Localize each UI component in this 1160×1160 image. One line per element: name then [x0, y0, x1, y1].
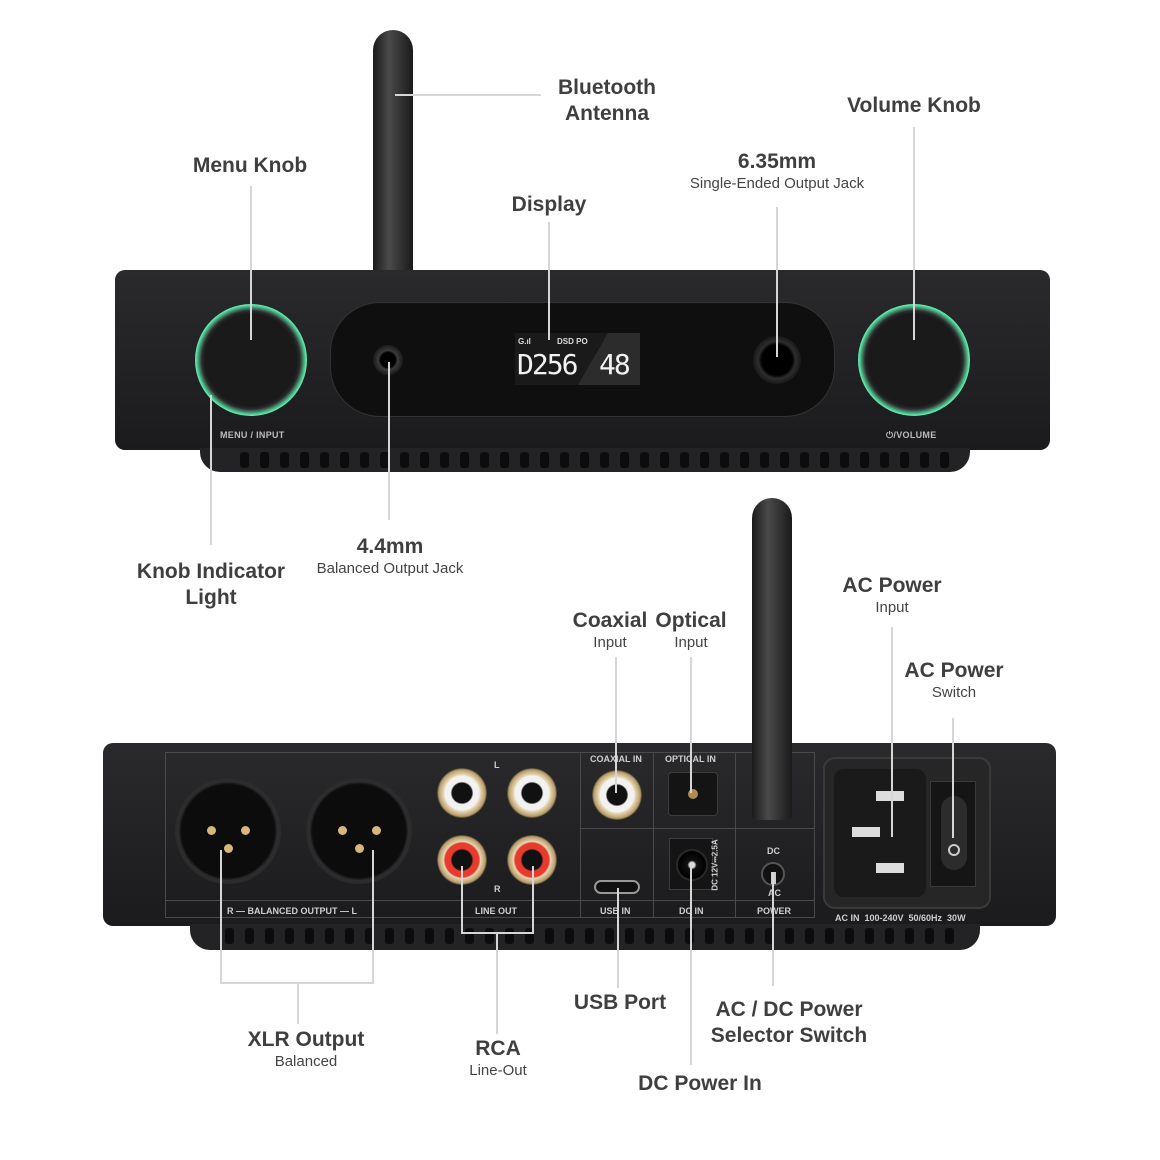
screen-signal: G.ıl	[518, 337, 531, 346]
label-volume-knob: Volume Knob	[847, 94, 981, 117]
back-panel-frame	[165, 752, 815, 918]
ac-in-text: AC IN 100-240V 50/60Hz 30W	[835, 913, 966, 923]
ac-text: AC	[768, 888, 781, 898]
front-antenna	[373, 30, 413, 275]
balanced-output-text: R — BALANCED OUTPUT — L	[227, 906, 357, 916]
line-out-text: LINE OUT	[475, 906, 517, 916]
menu-input-label: MENU / INPUT	[220, 430, 285, 440]
usb-in-text: USB IN	[600, 906, 631, 916]
screen-mode: DSD PO	[557, 337, 588, 346]
label-display: Display	[511, 193, 587, 216]
rca-l-text: L	[494, 760, 500, 770]
xlr-output-left[interactable]	[306, 778, 412, 884]
back-antenna	[752, 498, 792, 820]
screen-rate: 48	[599, 348, 631, 381]
xlr-output-right[interactable]	[175, 778, 281, 884]
back-vents	[225, 928, 954, 944]
rca-left-2[interactable]	[507, 768, 557, 818]
ac-power-inlet[interactable]	[834, 769, 926, 897]
volume-label: ⏻/VOLUME	[886, 430, 937, 440]
display-screen: G.ıl DSD PO D256 48	[515, 333, 640, 385]
coaxial-input[interactable]	[592, 770, 642, 820]
rca-left-1[interactable]	[437, 768, 487, 818]
screen-format: D256	[517, 348, 578, 381]
power-text: POWER	[757, 906, 792, 916]
front-vents	[240, 452, 949, 468]
dc-power-jack[interactable]	[669, 838, 713, 890]
label-menu-knob: Menu Knob	[192, 154, 308, 177]
label-dc-power-in: DC Power In	[638, 1072, 762, 1095]
optical-input[interactable]	[668, 772, 718, 816]
label-usb-port: USB Port	[573, 991, 667, 1014]
rca-r-text: R	[494, 884, 501, 894]
dc-text: DC	[767, 846, 780, 856]
dc-rating-text: DC 12V⎓2.5A	[710, 839, 720, 891]
